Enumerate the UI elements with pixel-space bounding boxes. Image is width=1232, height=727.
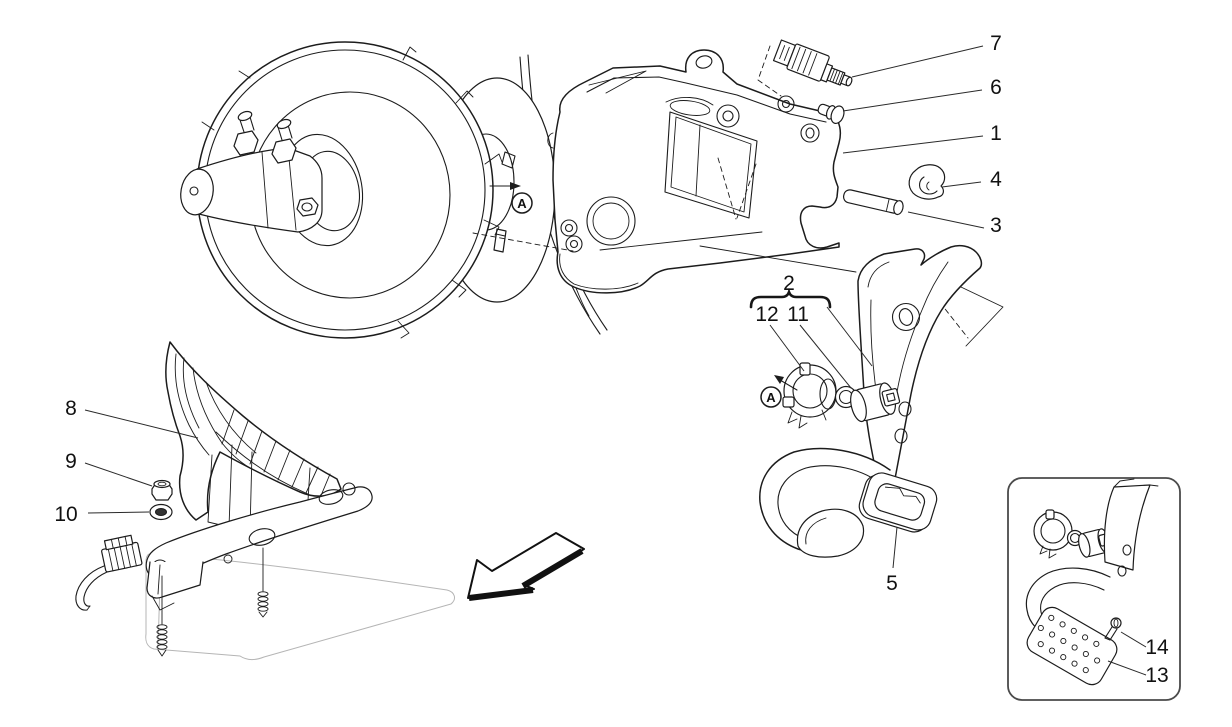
construction-lines — [472, 45, 857, 273]
clevis-pin — [842, 189, 904, 216]
master-cylinder — [180, 110, 323, 233]
brake-light-switch — [772, 39, 853, 87]
brake-booster — [196, 41, 503, 339]
connector-wire — [75, 565, 108, 611]
washer — [149, 503, 173, 521]
view-a-label-2: A — [766, 390, 776, 405]
pipe-fitting-2 — [271, 118, 297, 164]
bushing-cage — [782, 362, 837, 429]
footrest-ribs — [215, 409, 331, 499]
lock-nut — [151, 479, 173, 501]
callout-10-label: 10 — [54, 503, 77, 526]
callout-11-label: 11 — [787, 303, 809, 326]
callout-13-label: 13 — [1145, 664, 1168, 687]
callout-6-label: 6 — [990, 76, 1002, 99]
hub-nut — [296, 197, 319, 217]
callout-7-label: 7 — [990, 32, 1002, 55]
group-2-brace — [749, 287, 832, 309]
screw-thread-1 — [156, 624, 168, 657]
footrest — [145, 341, 373, 611]
inset-bushing-cage — [1033, 509, 1073, 559]
callout-4-label: 4 — [990, 168, 1002, 191]
accelerator-pedal-plate — [1026, 606, 1118, 686]
view-a-marker-1: A — [489, 182, 533, 214]
mounting-screws — [156, 547, 269, 657]
pipe-fitting-1 — [233, 110, 259, 156]
callout-1-label: 1 — [990, 122, 1002, 145]
callout-2-label: 2 — [783, 272, 795, 295]
rim-clips — [201, 46, 503, 339]
grommet — [817, 103, 845, 125]
inset-bracket — [1103, 478, 1159, 577]
detail-inset — [1007, 477, 1181, 701]
retaining-clip — [908, 164, 946, 200]
direction-arrow-icon — [467, 532, 585, 601]
pedal-housing — [547, 49, 842, 294]
pedal-plate-holes — [1037, 614, 1101, 674]
view-a-label-1: A — [517, 196, 527, 211]
pedal-arm — [759, 447, 891, 558]
callout-3-label: 3 — [990, 214, 1002, 237]
callout-5-label: 5 — [886, 572, 898, 595]
callout-9-label: 9 — [65, 450, 77, 473]
callout-labels: 7 6 1 4 3 2 12 11 5 8 9 10 14 13 — [54, 32, 1169, 687]
view-a-marker-2: A — [760, 375, 798, 408]
callout-12-label: 12 — [755, 303, 778, 326]
callout-8-label: 8 — [65, 397, 77, 420]
roller-bushing — [850, 382, 901, 423]
leader-lines — [84, 45, 1147, 676]
pedal-bracket — [857, 244, 983, 488]
screw-thread-2 — [257, 591, 269, 618]
wiring-connector — [101, 534, 143, 573]
pedal-pad — [858, 472, 938, 533]
small-pin — [493, 228, 507, 253]
callout-14-label: 14 — [1145, 636, 1169, 659]
pedal-plate-screw — [1104, 617, 1122, 641]
